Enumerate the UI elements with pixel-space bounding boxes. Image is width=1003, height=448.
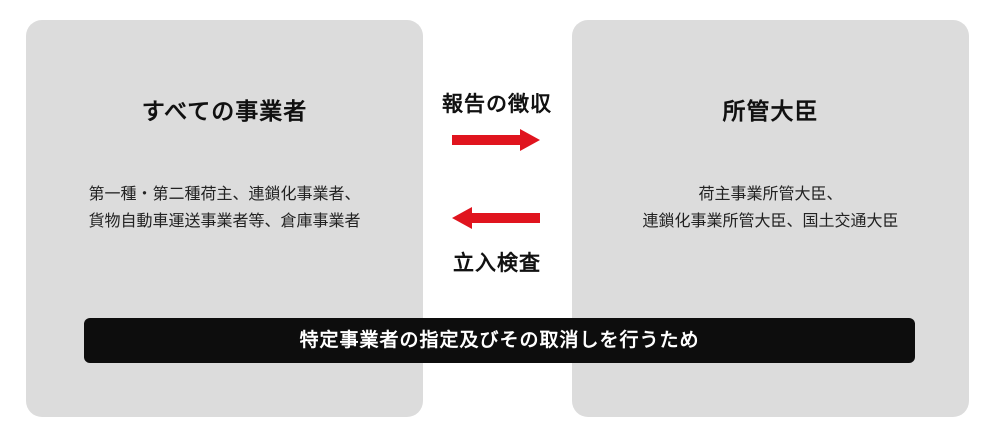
purpose-banner: 特定事業者の指定及びその取消しを行うため — [84, 318, 915, 363]
on-site-inspection-label: 立入検査 — [453, 251, 541, 275]
competent-ministers-list: 荷主事業所管大臣、 連鎖化事業所管大臣、国土交通大臣 — [572, 180, 969, 234]
arrow-left-icon — [452, 207, 540, 229]
business-operators-list: 第一種・第二種荷主、連鎖化事業者、 貨物自動車運送事業者等、倉庫事業者 — [26, 180, 423, 234]
competent-ministers-title: 所管大臣 — [722, 99, 819, 125]
competent-ministers-line-1: 荷主事業所管大臣、 — [698, 184, 843, 203]
competent-ministers-line-2: 連鎖化事業所管大臣、国土交通大臣 — [642, 211, 899, 230]
business-operators-title: すべての事業者 — [141, 99, 308, 125]
business-operators-line-2: 貨物自動車運送事業者等、倉庫事業者 — [88, 211, 361, 230]
business-operators-line-1: 第一種・第二種荷主、連鎖化事業者、 — [88, 184, 361, 203]
arrow-right-icon — [452, 129, 540, 151]
report-collection-label: 報告の徴収 — [442, 92, 552, 116]
